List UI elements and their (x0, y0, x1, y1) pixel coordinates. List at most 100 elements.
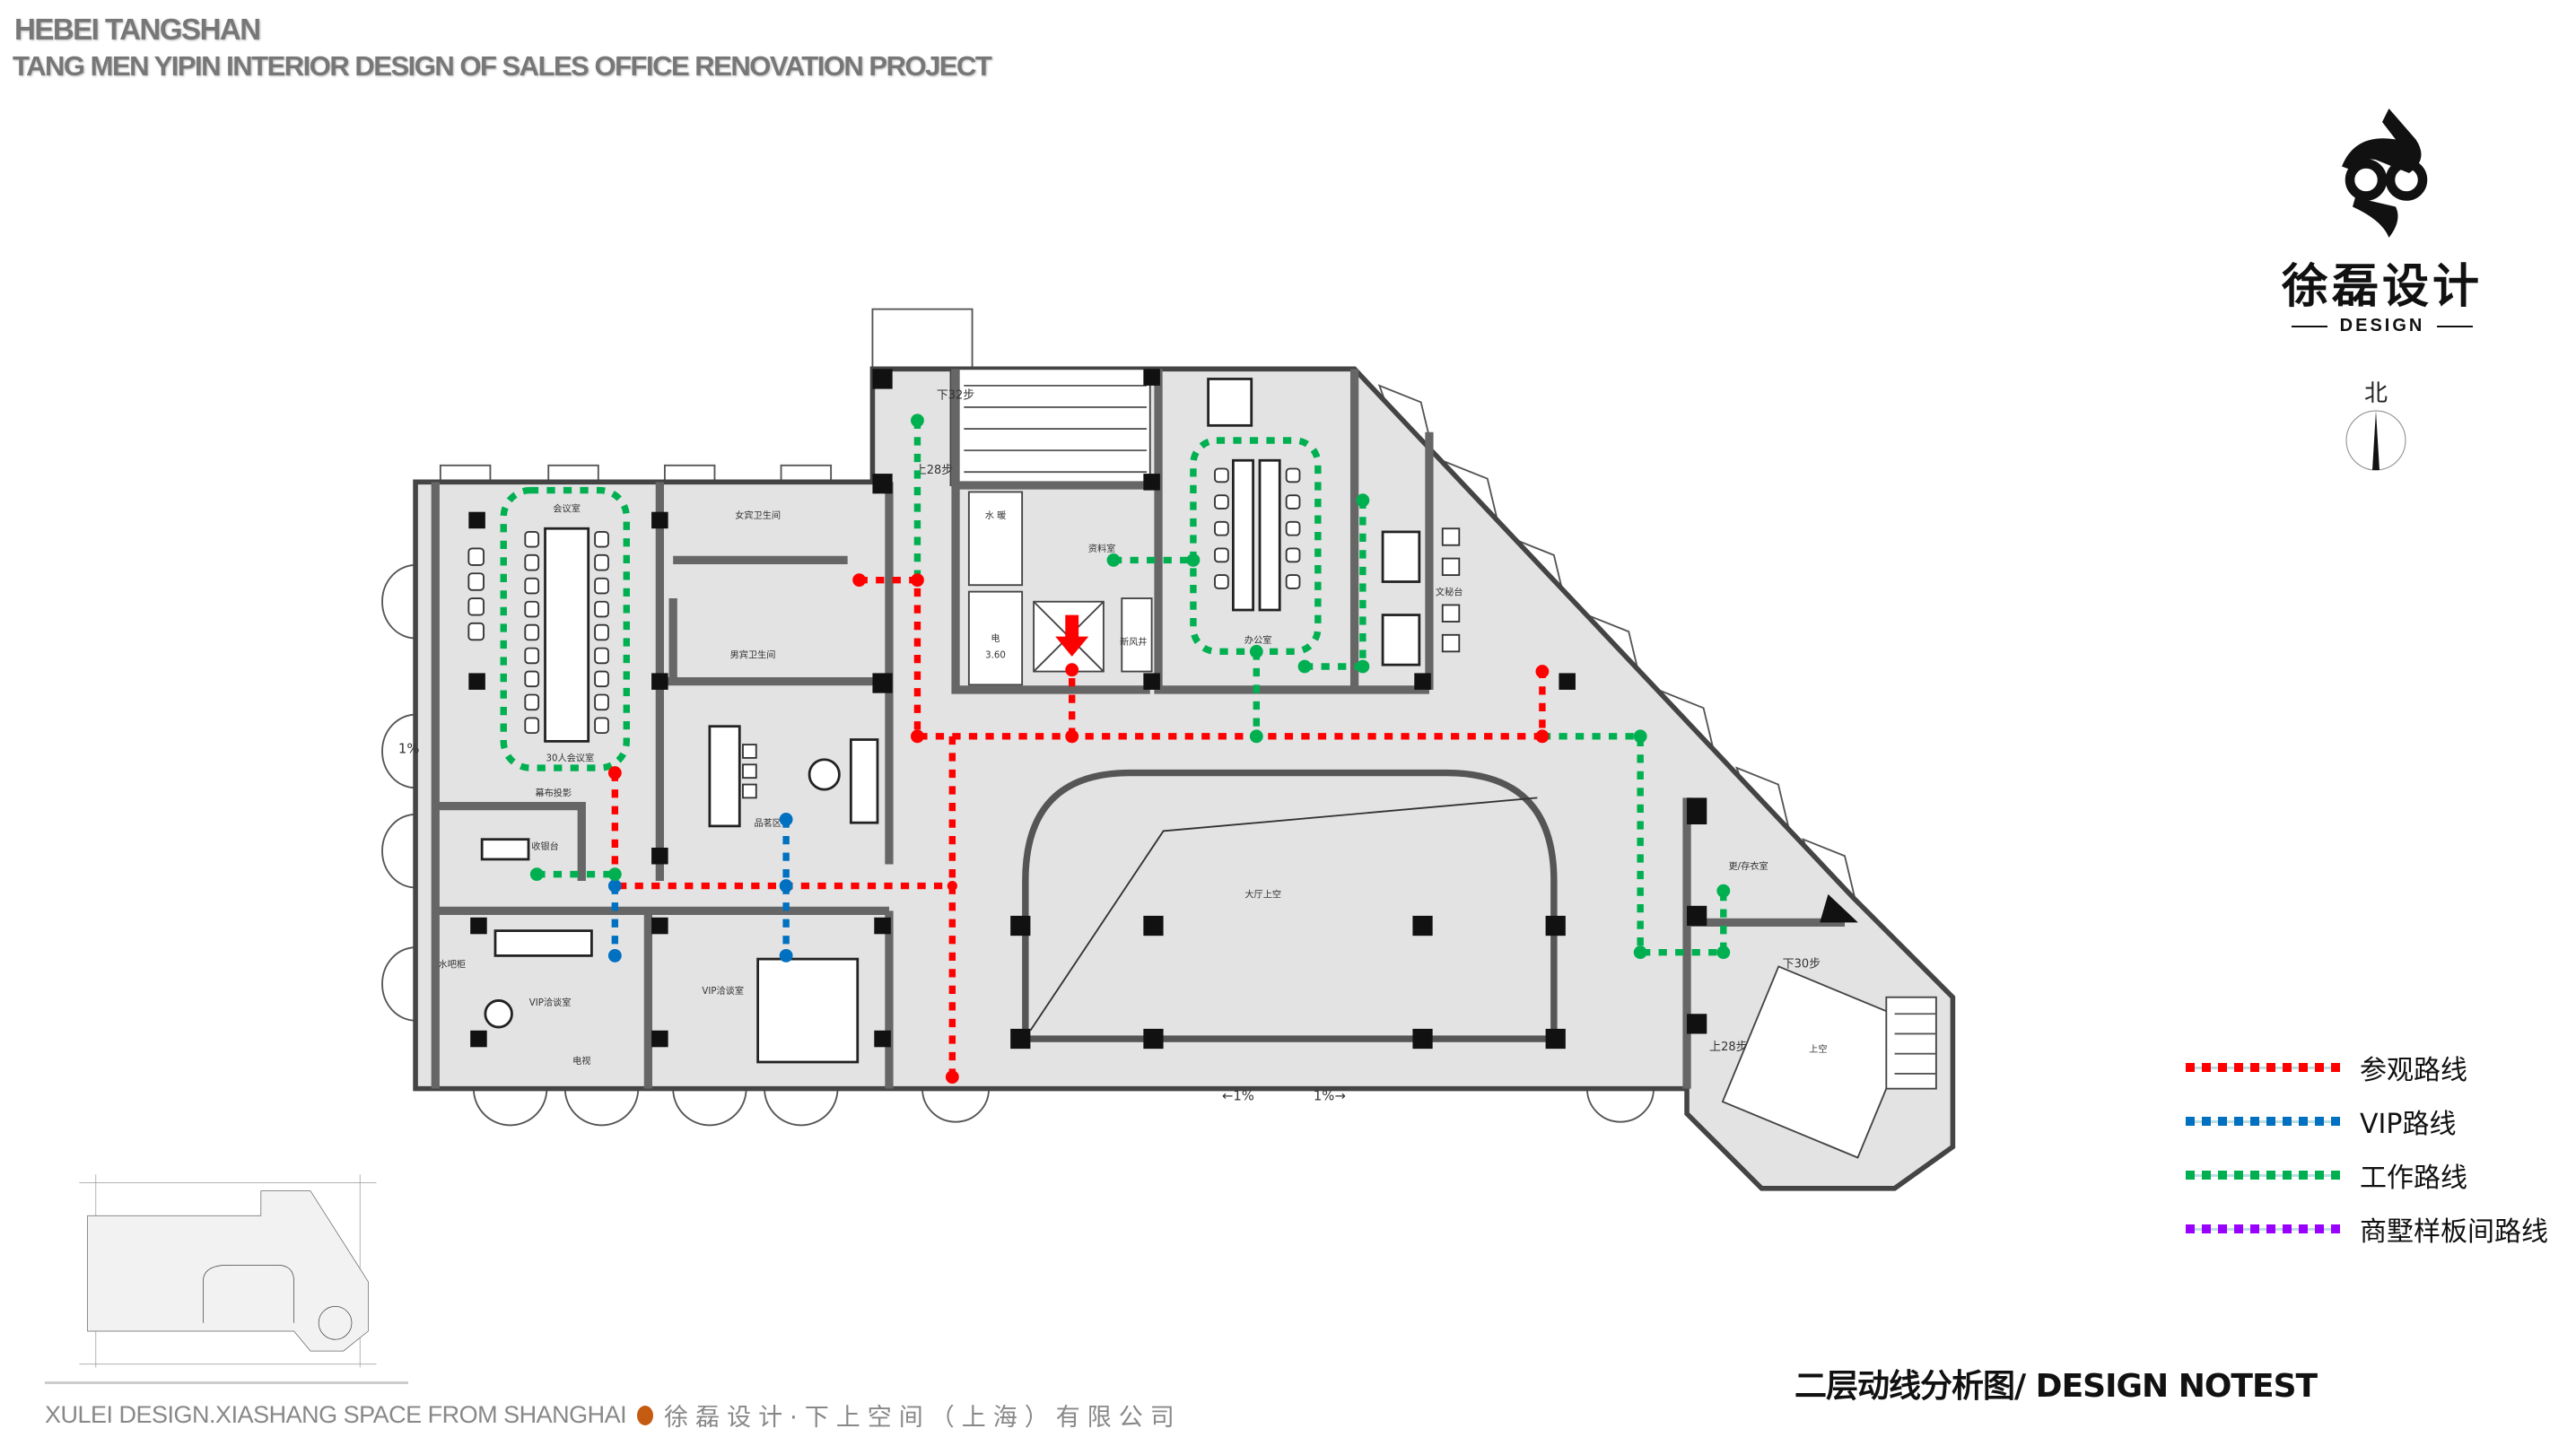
legend-swatch-red (2186, 1063, 2340, 1072)
legend-swatch-blue (2186, 1117, 2340, 1126)
legend-dash (2202, 1063, 2211, 1072)
stair-label-down30: 下30步 (1783, 957, 1821, 971)
room-label-plumbing: 水 暖 (985, 510, 1007, 521)
legend-label: 工作路线 (2360, 1163, 2467, 1194)
legend-dash (2283, 1171, 2292, 1180)
legend-dash (2331, 1117, 2340, 1126)
legend-dash (2283, 1117, 2292, 1126)
legend-dash (2202, 1117, 2211, 1126)
legend-dash (2250, 1063, 2259, 1072)
legend-dash (2234, 1063, 2243, 1072)
stair-label-down32: 下32步 (937, 389, 974, 403)
room-label-hall-void: 大厅上空 (1244, 889, 1281, 901)
legend-dash (2234, 1224, 2243, 1233)
legend-dash (2186, 1171, 2195, 1180)
legend-dash (2250, 1171, 2259, 1180)
legend-dash (2250, 1117, 2259, 1126)
furniture (480, 378, 1421, 1064)
hall-void (1022, 769, 1558, 1042)
legend-dash (2186, 1117, 2195, 1126)
room-label-vip1: VIP洽谈室 (529, 997, 572, 1008)
stair-treads (964, 384, 1936, 1075)
legend-item-work: 工作路线 (2186, 1148, 2548, 1202)
elevator-arrow-icon (1055, 614, 1089, 657)
room-label-mens-wc: 男宾卫生间 (730, 649, 776, 661)
footer-company-en: XULEI DESIGN.XIASHANG SPACE FROM SHANGHA… (45, 1401, 627, 1428)
key-plan-thumbnail (79, 1174, 377, 1368)
legend-dash (2186, 1063, 2195, 1072)
chairs (467, 467, 1461, 799)
legend-swatch-purple (2186, 1224, 2340, 1233)
legend-dash (2283, 1063, 2292, 1072)
slope-label-left: 1% (398, 741, 419, 756)
legend-dash (2315, 1224, 2324, 1233)
drawing-title: 二层动线分析图/ DESIGN NOTEST (1794, 1368, 2318, 1405)
legend-dash (2202, 1224, 2211, 1233)
stair-label-up28: 上28步 (1709, 1041, 1747, 1054)
room-label-vip2: VIP洽谈室 (702, 985, 744, 997)
legend-dash (2299, 1224, 2308, 1233)
legend-dash (2218, 1063, 2227, 1072)
route-visit (611, 576, 1546, 1077)
room-label-cashier: 收银台 (531, 841, 559, 852)
room-label-tea: 品茗区 (754, 818, 782, 829)
legend-dash (2202, 1171, 2211, 1180)
legend-dash (2218, 1224, 2227, 1233)
legend-dash (2315, 1117, 2324, 1126)
legend-dash (2299, 1063, 2308, 1072)
footer-company-cn: 徐磊设计·下上空间（上海）有限公司 (664, 1404, 1182, 1432)
legend-item-vip: VIP路线 (2186, 1094, 2548, 1148)
legend-dash (2234, 1171, 2243, 1180)
legend-dash (2315, 1063, 2324, 1072)
legend-dash (2331, 1171, 2340, 1180)
legend-dash (2266, 1224, 2275, 1233)
room-label-elev-level: 3.60 (985, 651, 1006, 661)
legend-dash (2234, 1117, 2243, 1126)
logo-mark-icon (2342, 109, 2428, 238)
room-label-water-bar: 水吧柜 (439, 958, 467, 970)
room-label-meeting: 会议室 (553, 503, 581, 515)
room-label-tv: 电视 (572, 1055, 590, 1067)
room-label-ladies-wc: 女宾卫生间 (735, 510, 781, 521)
legend-dash (2266, 1117, 2275, 1126)
legend-dash (2250, 1224, 2259, 1233)
north-label: 北 (2363, 380, 2388, 407)
room-label-electric: 电 (991, 632, 1000, 644)
logo-design-text: DESIGN (2339, 316, 2425, 335)
legend-dash (2218, 1117, 2227, 1126)
legend-dash (2266, 1171, 2275, 1180)
legend-dash (2299, 1117, 2308, 1126)
legend-label: VIP路线 (2360, 1109, 2457, 1140)
room-label-void: 上空 (1809, 1043, 1827, 1055)
legend-dash (2331, 1063, 2340, 1072)
logo-name-cn: 徐磊设计 (2281, 260, 2483, 314)
footer: XULEI DESIGN.XIASHANG SPACE FROM SHANGHA… (45, 1398, 1182, 1433)
legend-dash (2218, 1171, 2227, 1180)
legend-dash (2331, 1224, 2340, 1233)
legend-dash (2315, 1171, 2324, 1180)
legend-item-visit: 参观路线 (2186, 1041, 2548, 1094)
north-indicator: 北 (2340, 375, 2412, 477)
room-label-archive: 资料室 (1088, 543, 1116, 554)
legend-dash (2186, 1224, 2195, 1233)
north-arrow-icon (2345, 410, 2406, 471)
legend-dash (2283, 1224, 2292, 1233)
route-nodes (529, 414, 1731, 1084)
slope-label-b: 1%→ (1314, 1089, 1346, 1104)
company-logo: 徐磊设计 DESIGN (2252, 106, 2512, 336)
slope-label-a: ←1% (1222, 1089, 1254, 1104)
legend-label: 商墅样板间路线 (2360, 1216, 2548, 1248)
room-label-meeting30: 30人会议室 (546, 753, 595, 764)
route-legend: 参观路线 VIP路线 工作路线 商墅样板间路线 (2186, 1041, 2548, 1256)
room-label-secretary: 文秘台 (1436, 586, 1463, 597)
legend-dash (2266, 1063, 2275, 1072)
stair-label-up28-top: 上28步 (915, 464, 953, 477)
logo-name-en: DESIGN (2252, 316, 2512, 336)
room-label-fresh-air: 新风井 (1120, 636, 1148, 648)
columns (468, 369, 1858, 1050)
project-title: TANG MEN YIPIN INTERIOR DESIGN OF SALES … (13, 50, 992, 82)
room-label-locker: 更/存衣室 (1729, 860, 1768, 872)
legend-swatch-green (2186, 1171, 2340, 1180)
legend-dash (2299, 1171, 2308, 1180)
